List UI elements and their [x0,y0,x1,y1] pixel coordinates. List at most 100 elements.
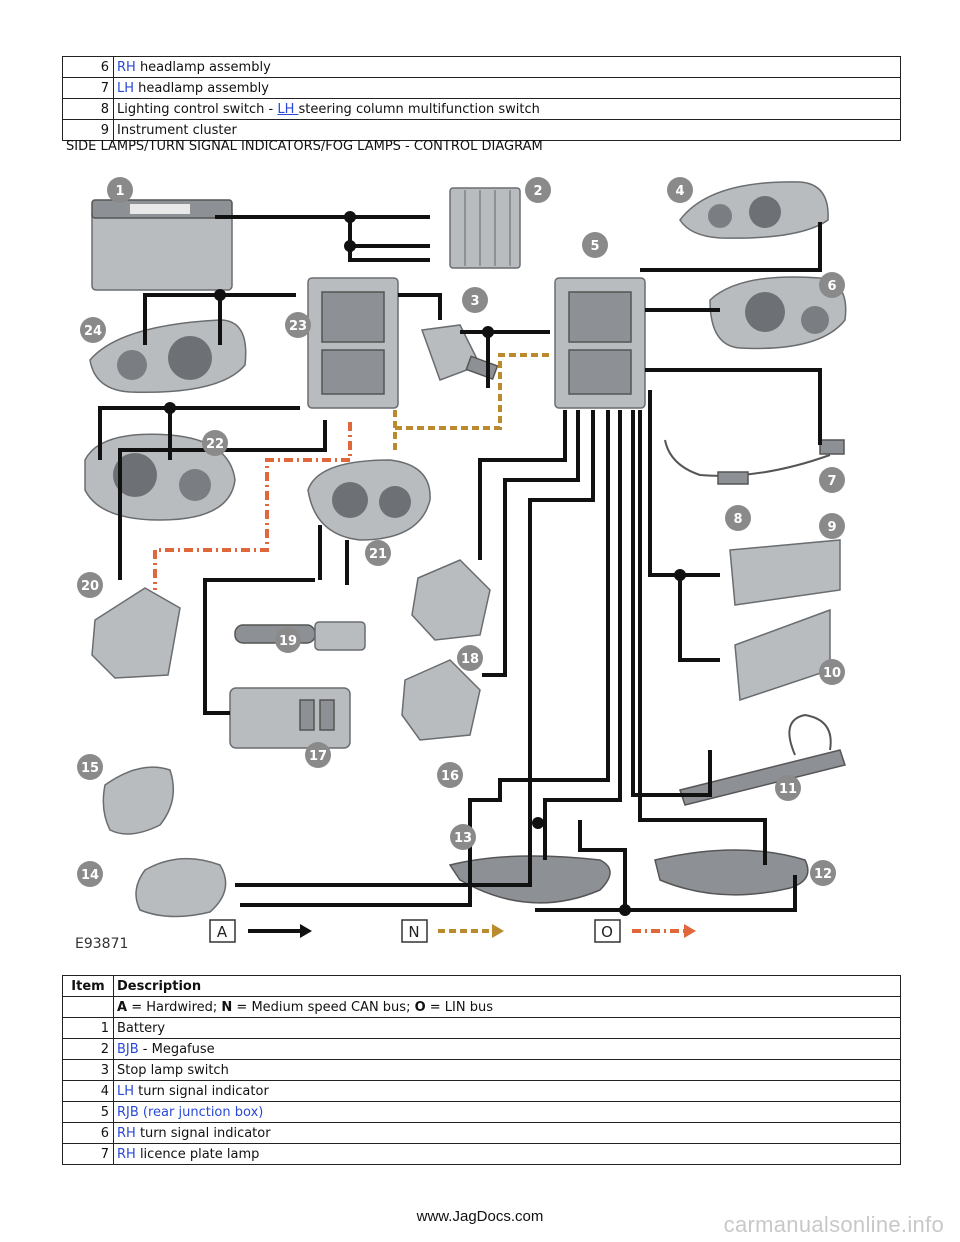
key-hardwired: A [210,920,312,942]
svg-text:N: N [408,923,419,941]
licence-plate-lamp-part [665,440,844,484]
legend-description: A = Hardwired; N = Medium speed CAN bus;… [114,997,901,1018]
callout-9: 9 [819,513,845,539]
svg-text:9: 9 [827,520,836,535]
svg-text:19: 19 [279,634,297,649]
svg-text:21: 21 [369,547,387,562]
item-number: 4 [63,1081,114,1102]
item-column-header: Item [63,976,114,997]
item-description: Stop lamp switch [114,1060,901,1081]
tail-lamp-9-part [730,540,840,605]
item-number: 9 [63,120,114,141]
item-description: RH licence plate lamp [114,1144,901,1165]
svg-text:7: 7 [827,474,836,489]
item-description: RH turn signal indicator [114,1123,901,1144]
svg-text:15: 15 [81,761,99,776]
figure-id: E93871 [75,936,128,952]
callout-7: 7 [819,467,845,493]
svg-text:3: 3 [470,294,479,309]
svg-text:11: 11 [779,782,797,797]
diagram-title: SIDE LAMPS/TURN SIGNAL INDICATORS/FOG LA… [66,139,543,154]
table-row: 8 Lighting control switch - LH steering … [63,99,901,120]
table-row: 4 LH turn signal indicator [63,1081,901,1102]
item-number: 7 [63,78,114,99]
rjb-part [555,278,645,408]
item-number: 5 [63,1102,114,1123]
callout-17: 17 [305,742,331,768]
item-number [63,997,114,1018]
callout-12: 12 [810,860,836,886]
abbreviation-link[interactable]: LH [277,102,298,117]
svg-text:12: 12 [814,867,832,882]
table-header-row: Item Description [63,976,901,997]
callout-22: 22 [202,430,228,456]
rear-lamp-12-part [655,850,808,895]
bottom-item-table: Item Description A = Hardwired; N = Medi… [62,975,901,1165]
abbreviation-link[interactable]: RJB (rear junction box) [117,1105,263,1120]
svg-text:O: O [601,923,613,941]
stop-lamp-11-part [680,715,845,805]
abbreviation-link[interactable]: RH [117,1126,136,1141]
svg-text:18: 18 [461,652,479,667]
callout-20: 20 [77,572,103,598]
module-20-part [92,588,180,678]
abbreviation-link[interactable]: LH [117,1084,134,1099]
lh-turn-indicator-part [680,182,828,238]
item-number: 6 [63,57,114,78]
table-row: 7 LH headlamp assembly [63,78,901,99]
abbreviation-link[interactable]: BJB [117,1042,139,1057]
callout-21: 21 [365,540,391,566]
item-description: Lighting control switch - LH steering co… [114,99,901,120]
callout-8: 8 [725,505,751,531]
callout-23: 23 [285,312,311,338]
item-number: 8 [63,99,114,120]
bjb-megafuse-part [450,188,520,268]
item-description: LH turn signal indicator [114,1081,901,1102]
item-description: Battery [114,1018,901,1039]
table-row: 7 RH licence plate lamp [63,1144,901,1165]
callout-6: 6 [819,272,845,298]
svg-text:1: 1 [115,184,124,199]
item-description: Instrument cluster [114,120,901,141]
callout-15: 15 [77,754,103,780]
abbreviation-link[interactable]: LH [117,81,134,96]
svg-text:5: 5 [590,239,599,254]
callout-4: 4 [667,177,693,203]
item-number: 3 [63,1060,114,1081]
callout-5: 5 [582,232,608,258]
callout-2: 2 [525,177,551,203]
svg-text:17: 17 [309,749,327,764]
callout-11: 11 [775,775,801,801]
svg-text:22: 22 [206,437,224,452]
abbreviation-link[interactable]: RH [117,60,136,75]
watermark-text: carmanualsonline.info [724,1212,944,1238]
svg-text:8: 8 [733,512,742,527]
svg-text:4: 4 [675,184,684,199]
callout-13: 13 [450,824,476,850]
callout-19: 19 [275,627,301,653]
instrument-cluster-part [308,460,430,540]
table-row: 6 RH turn signal indicator [63,1123,901,1144]
table-row: A = Hardwired; N = Medium speed CAN bus;… [63,997,901,1018]
item-number: 1 [63,1018,114,1039]
svg-text:13: 13 [454,831,472,846]
callout-18: 18 [457,645,483,671]
svg-text:23: 23 [289,319,307,334]
item-description: BJB - Megafuse [114,1039,901,1060]
callout-3: 3 [462,287,488,313]
table-row: 9 Instrument cluster [63,120,901,141]
top-item-table: 6 RH headlamp assembly 7 LH headlamp ass… [62,56,901,141]
callout-24: 24 [80,317,106,343]
callout-14: 14 [77,861,103,887]
table-row: 5 RJB (rear junction box) [63,1102,901,1123]
svg-text:10: 10 [823,666,841,681]
item-description: LH headlamp assembly [114,78,901,99]
callout-10: 10 [819,659,845,685]
item-description: RH headlamp assembly [114,57,901,78]
svg-text:24: 24 [84,324,102,339]
item-description: RJB (rear junction box) [114,1102,901,1123]
module-16-part [402,660,480,740]
item-number: 6 [63,1123,114,1144]
svg-text:14: 14 [81,868,99,883]
abbreviation-link[interactable]: RH [117,1147,136,1162]
